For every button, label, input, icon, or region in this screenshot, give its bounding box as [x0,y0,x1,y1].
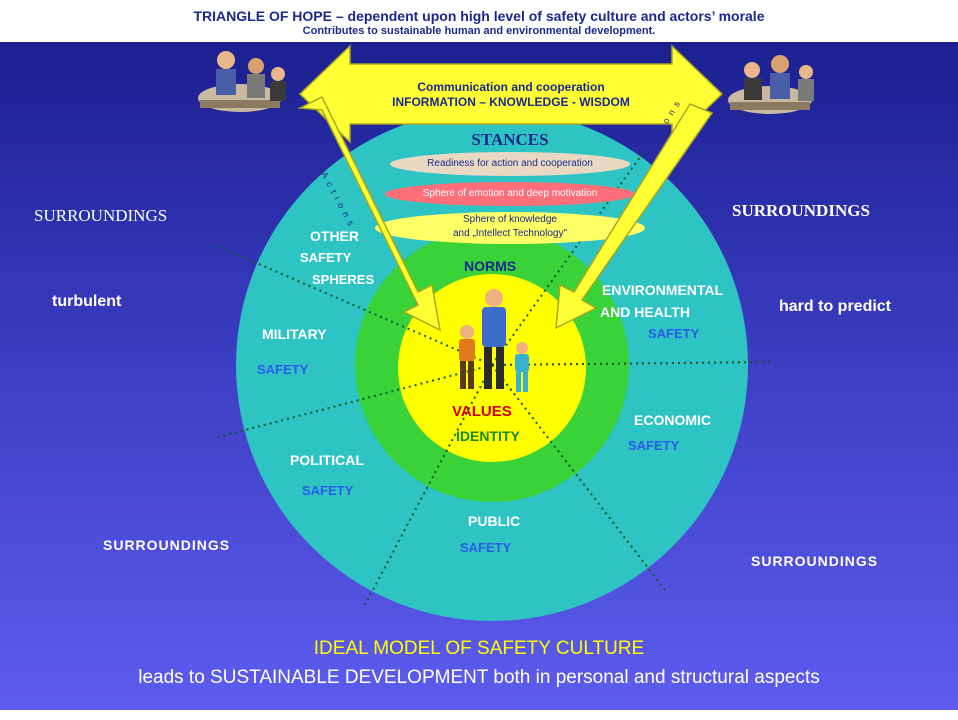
economic-safety-label: SAFETY [628,438,680,453]
political-label: POLITICAL [290,452,364,468]
stance-emotion-text: Sphere of emotion and deep motivation [422,188,598,199]
footer-title: IDEAL MODEL OF SAFETY CULTURE [313,638,645,659]
stance-readiness-text: Readiness for action and cooperation [427,158,593,169]
military-label: MILITARY [262,326,327,342]
stance-knowledge-text-1: Sphere of knowledge [463,214,557,225]
arrow-line1: Communication and cooperation [417,80,605,94]
environmental-label-2: AND HEALTH [600,304,690,320]
header-title: TRIANGLE OF HOPE – dependent upon high l… [193,8,765,24]
surroundings-bottom-left: SURROUNDINGS [103,537,231,553]
political-safety-label: SAFETY [302,483,354,498]
identity-label: IDENTITY [456,428,520,444]
military-safety-label: SAFETY [257,362,309,377]
economic-label: ECONOMIC [634,412,711,428]
turbulent-label: turbulent [52,293,122,310]
people-right-icon [728,55,814,114]
norms-label: NORMS [464,258,517,274]
other-label-1: OTHER [310,228,359,244]
public-label: PUBLIC [468,513,521,529]
stances-title: STANCES [471,130,549,149]
stance-band-emotion [385,182,635,206]
other-label-2: SAFETY [300,250,352,265]
surroundings-top-right: SURROUNDINGS [732,201,870,220]
diagonal-arrows [297,95,714,332]
environmental-label-1: ENVIRONMENTAL [602,282,724,298]
header-subtitle: Contributes to sustainable human and env… [302,25,656,37]
arrow-line2: INFORMATION – KNOWLEDGE - WISDOM [392,95,630,109]
surroundings-bottom-right: SURROUNDINGS [751,553,879,569]
values-label: VALUES [452,403,512,420]
radial-lines [214,149,773,606]
stance-band-readiness [390,152,630,176]
header: TRIANGLE OF HOPE – dependent upon high l… [0,0,958,42]
bottom-strip [0,710,958,720]
stance-knowledge-text-2: and „Intellect Technology" [453,228,567,239]
right-action-arrow [555,103,714,330]
public-safety-label: SAFETY [460,540,512,555]
hard-to-predict-label: hard to predict [779,298,892,315]
double-arrow [298,44,724,144]
left-action-arrow [297,95,441,332]
people-left-icon [198,51,286,112]
surroundings-top-left: SURROUNDINGS [34,206,168,225]
other-label-3: SPHERES [312,272,375,287]
family-icon [459,289,529,392]
stance-band-knowledge [375,212,645,244]
environmental-safety-label: SAFETY [648,326,700,341]
footer-subtitle: leads to SUSTAINABLE DEVELOPMENT both in… [138,667,820,688]
